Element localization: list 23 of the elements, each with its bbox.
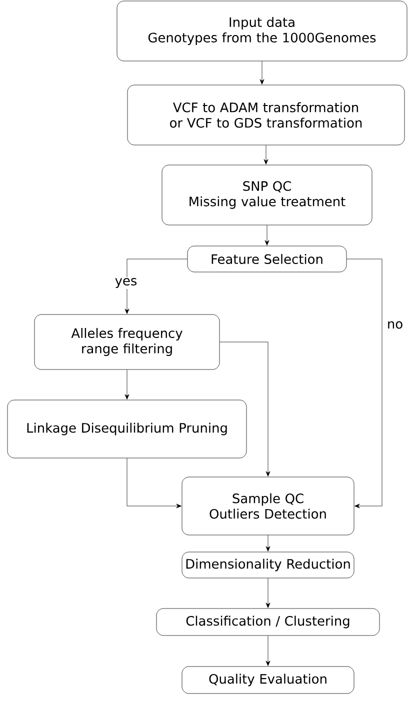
edge-label: no [386,320,404,330]
arrow [346,258,382,508]
process-box: VCF to ADAM transformation or VCF to GDS transformation [127,84,405,146]
arrow [126,458,182,508]
process-box: Alleles frequency range filtering [34,314,220,370]
process-box: Quality Evaluation [182,666,354,694]
process-box: Sample QC Outliers Detection [182,476,354,536]
arrow [264,225,270,246]
process-box: Input data Genotypes from the 1000Genomes [116,0,408,62]
arrow [124,258,188,314]
arrow [266,535,270,552]
process-box: Classification / Clustering [156,608,380,636]
edge-label: yes [114,277,138,289]
arrow [266,578,270,608]
arrow [124,370,130,400]
arrow [220,342,270,476]
process-box: SNP QC Missing value treatment [162,164,372,226]
process-box: Feature Selection [187,246,347,272]
arrow [260,61,264,84]
arrow [266,636,270,666]
process-box: Dimensionality Reduction [182,552,354,578]
arrow [264,145,268,164]
process-box: Linkage Disequilibrium Pruning [7,400,247,458]
